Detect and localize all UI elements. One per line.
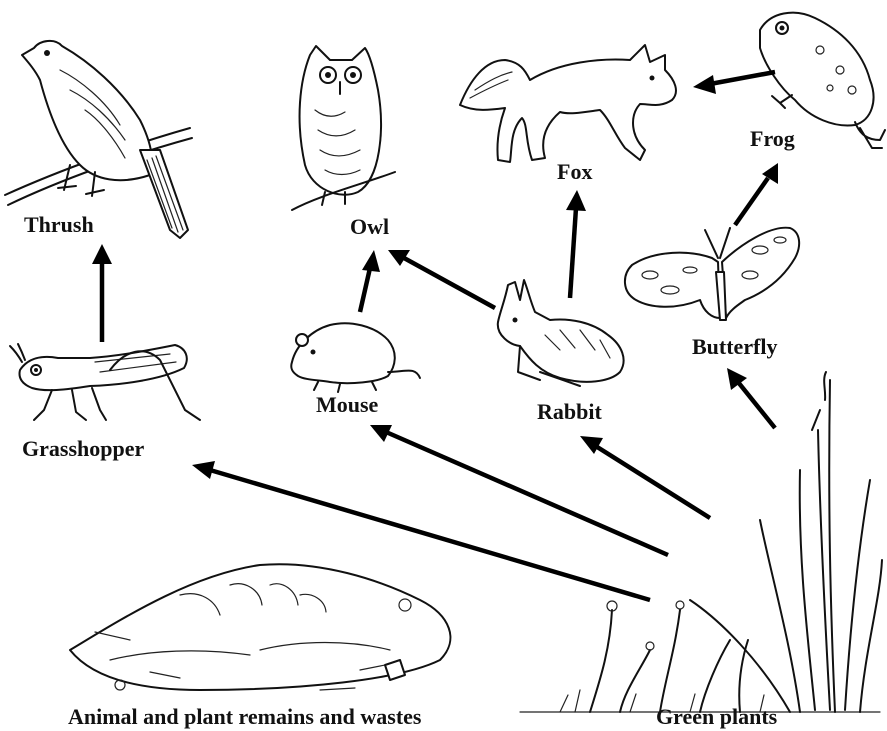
- label-fox: Fox: [557, 161, 592, 183]
- owl-illustration: [292, 46, 395, 210]
- arrow-butterfly-to-frog: [735, 178, 768, 225]
- label-thrush: Thrush: [24, 214, 94, 236]
- label-mouse: Mouse: [316, 394, 378, 416]
- butterfly-illustration: [625, 228, 799, 320]
- grasshopper-illustration: [10, 344, 200, 420]
- arrow-frog-to-fox: [710, 72, 775, 84]
- arrow-plants-to-rabbit: [594, 445, 710, 518]
- thrush-illustration: [5, 41, 192, 238]
- fox-illustration: [460, 45, 676, 162]
- food-web-arrows: [92, 72, 778, 600]
- arrow-plants-to-butterfly: [738, 382, 775, 428]
- label-remains: Animal and plant remains and wastes: [68, 706, 422, 728]
- label-rabbit: Rabbit: [537, 401, 602, 423]
- label-owl: Owl: [350, 216, 389, 238]
- label-butterfly: Butterfly: [692, 336, 778, 358]
- mouse-illustration: [291, 323, 420, 392]
- arrow-rabbit-to-owl: [404, 258, 495, 308]
- rabbit-illustration: [498, 280, 624, 386]
- label-frog: Frog: [750, 128, 795, 150]
- remains-illustration: [70, 564, 450, 690]
- label-grasshopper: Grasshopper: [22, 438, 144, 460]
- label-green-plants: Green plants: [656, 706, 777, 728]
- arrow-mouse-to-owl: [360, 268, 370, 312]
- arrow-rabbit-to-fox: [570, 208, 576, 298]
